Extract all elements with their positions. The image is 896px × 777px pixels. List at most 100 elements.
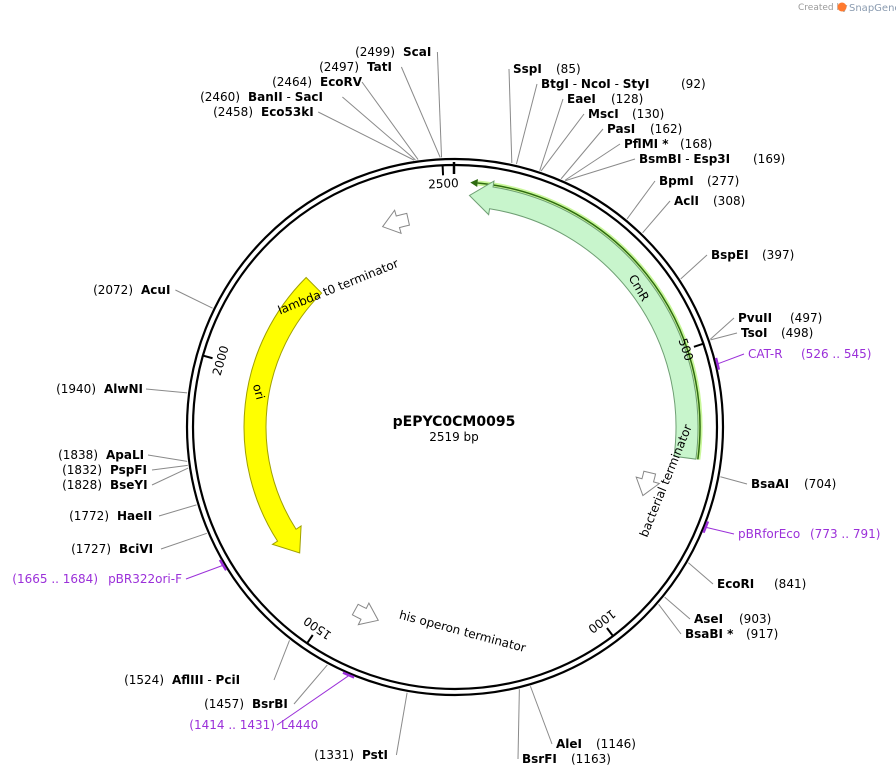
site-eco53ki-position: (2458)	[213, 105, 253, 119]
site-psti-position: (1331)	[314, 748, 354, 762]
site-btgi-name: BtgI - NcoI - StyI	[541, 77, 649, 91]
site-pasi[interactable]: PasI(162)	[607, 122, 682, 136]
site-btgi-separator-2: -	[611, 77, 623, 91]
cmr-outer-strand	[477, 182, 701, 460]
primer-cat-r-leader	[718, 353, 745, 365]
site-ecori-position: (841)	[774, 577, 806, 591]
site-bsmbi[interactable]: BsmBI - Esp3I(169)	[639, 152, 785, 166]
site-bsrbi[interactable]: BsrBI(1457)	[204, 697, 288, 711]
site-bspei[interactable]: BspEI(397)	[711, 248, 794, 262]
site-asei[interactable]: AseI(903)	[694, 612, 771, 626]
feature-bacterial-terminator-arrow[interactable]	[635, 470, 661, 497]
primer-l4440-name: L4440	[281, 718, 318, 732]
site-bpmi-leader	[626, 180, 656, 220]
site-bseyi[interactable]: BseYI (1828)	[62, 478, 148, 492]
site-eaei-position: (128)	[611, 92, 643, 106]
site-pflmi-name: PflMI *	[624, 137, 669, 151]
primer-l4440-range: (1414 .. 1431)	[189, 718, 275, 732]
site-bsrfi[interactable]: BsrFI(1163)	[522, 752, 611, 766]
site-alei-leader	[529, 686, 553, 745]
site-bseyi-name: BseYI	[110, 478, 148, 492]
site-tsoi[interactable]: TsoI(498)	[741, 326, 813, 340]
site-bspei-leader	[680, 254, 708, 280]
site-pasi-position: (162)	[650, 122, 682, 136]
site-bsabi-position: (917)	[746, 627, 778, 641]
site-msci[interactable]: MscI(130)	[588, 107, 664, 121]
site-alei[interactable]: AleI(1146)	[556, 737, 636, 751]
feature-his-operon-terminator-arrow[interactable]	[351, 601, 380, 626]
tick-mark-1000	[606, 627, 614, 637]
primer-pbrforeco-mark[interactable]	[702, 520, 710, 534]
site-scai-position: (2499)	[355, 45, 395, 59]
created-by-text: Created by	[798, 3, 848, 13]
site-psti[interactable]: PstI(1331)	[314, 748, 388, 762]
site-apali-position: (1838)	[58, 448, 98, 462]
site-bsmbi-separator: -	[681, 152, 693, 166]
primer-pbr322ori-f-mark[interactable]	[218, 559, 228, 571]
site-pvuii-leader	[709, 317, 735, 340]
primer-pbr322ori-f-leader	[185, 565, 223, 580]
site-tati-leader	[400, 66, 441, 158]
site-psti-leader	[395, 692, 408, 756]
site-bsaai[interactable]: BsaAI(704)	[751, 477, 836, 491]
site-bsabi-name: BsaBI *	[685, 627, 734, 641]
site-pvuii[interactable]: PvuII(497)	[738, 311, 822, 325]
site-acui[interactable]: AcuI(2072)	[93, 283, 170, 297]
tick-mark-1500	[306, 634, 314, 644]
site-acli-leader	[642, 200, 671, 234]
site-alwni-leader	[145, 388, 188, 394]
snapgene-brand-text: SnapGene	[849, 3, 896, 14]
primer-pbr322ori-f-name: pBR322ori-F	[108, 572, 182, 586]
site-bseyi-leader	[151, 467, 189, 486]
site-bpmi[interactable]: BpmI(277)	[659, 174, 739, 188]
primer-pbrforeco-leader	[706, 526, 735, 535]
site-haeii-name: HaeII	[117, 509, 152, 523]
site-afliii-name: AflIII - PciI	[172, 673, 240, 687]
site-ecorv-leader	[361, 81, 419, 160]
site-bspei-position: (397)	[762, 248, 794, 262]
snapgene-logo: SnapGene	[837, 2, 896, 14]
site-haeii[interactable]: HaeII(1772)	[69, 509, 152, 523]
site-msci-position: (130)	[632, 107, 664, 121]
feature-ori-arrow[interactable]	[243, 276, 323, 554]
site-tsoi-name: TsoI	[741, 326, 767, 340]
site-pspfi[interactable]: PspFI(1832)	[62, 463, 147, 477]
site-ecori[interactable]: EcoRI (841)	[717, 577, 806, 591]
site-bsrbi-leader	[293, 664, 328, 705]
site-acli[interactable]: AclI(308)	[674, 194, 745, 208]
primer-cat-r-mark[interactable]	[714, 357, 721, 370]
tick-label-2500: 2500	[428, 176, 459, 191]
site-eco53ki[interactable]: Eco53kI(2458)	[213, 105, 314, 119]
primer-cat-r-range: (526 .. 545)	[801, 347, 871, 361]
site-bsmbi-position: (169)	[753, 152, 785, 166]
site-labels: ScaI(2499)TatI(2497)EcoRV(2464)BanII - S…	[56, 45, 836, 766]
site-apali-leader	[147, 454, 188, 462]
site-tati-position: (2497)	[319, 60, 359, 74]
site-banii[interactable]: BanII - SacI(2460)	[200, 90, 323, 104]
site-pflmi[interactable]: PflMI *(168)	[624, 137, 712, 151]
site-pasi-leader	[560, 128, 604, 180]
site-afliii-separator: -	[204, 673, 216, 687]
feature-cmr-arrow[interactable]	[468, 180, 699, 460]
primer-l4440-mark[interactable]	[342, 671, 355, 679]
site-alwni[interactable]: AlwNI(1940)	[56, 382, 143, 396]
site-bcivi[interactable]: BciVI(1727)	[71, 542, 153, 556]
site-haeii-leader	[158, 504, 197, 517]
site-scai[interactable]: ScaI(2499)	[355, 45, 431, 59]
site-ecorv[interactable]: EcoRV(2464)	[272, 75, 363, 89]
site-sspi[interactable]: SspI(85)	[513, 62, 581, 76]
feature-lambda-t0-terminator-arrow[interactable]	[381, 209, 411, 235]
site-afliii[interactable]: AflIII - PciI(1524)	[124, 673, 240, 687]
site-bsrbi-position: (1457)	[204, 697, 244, 711]
site-btgi[interactable]: BtgI - NcoI - StyI(92)	[541, 77, 706, 91]
site-alwni-name: AlwNI	[104, 382, 143, 396]
site-bsabi[interactable]: BsaBI * (917)	[685, 627, 778, 641]
site-tati[interactable]: TatI(2497)	[319, 60, 392, 74]
site-ecori-name: EcoRI	[717, 577, 754, 591]
site-apali[interactable]: ApaLI(1838)	[58, 448, 144, 462]
site-bsaai-leader	[720, 476, 748, 485]
site-eaei[interactable]: EaeI(128)	[567, 92, 643, 106]
primer-cat-r-name: CAT-R	[748, 347, 783, 361]
site-bseyi-position: (1828)	[62, 478, 102, 492]
